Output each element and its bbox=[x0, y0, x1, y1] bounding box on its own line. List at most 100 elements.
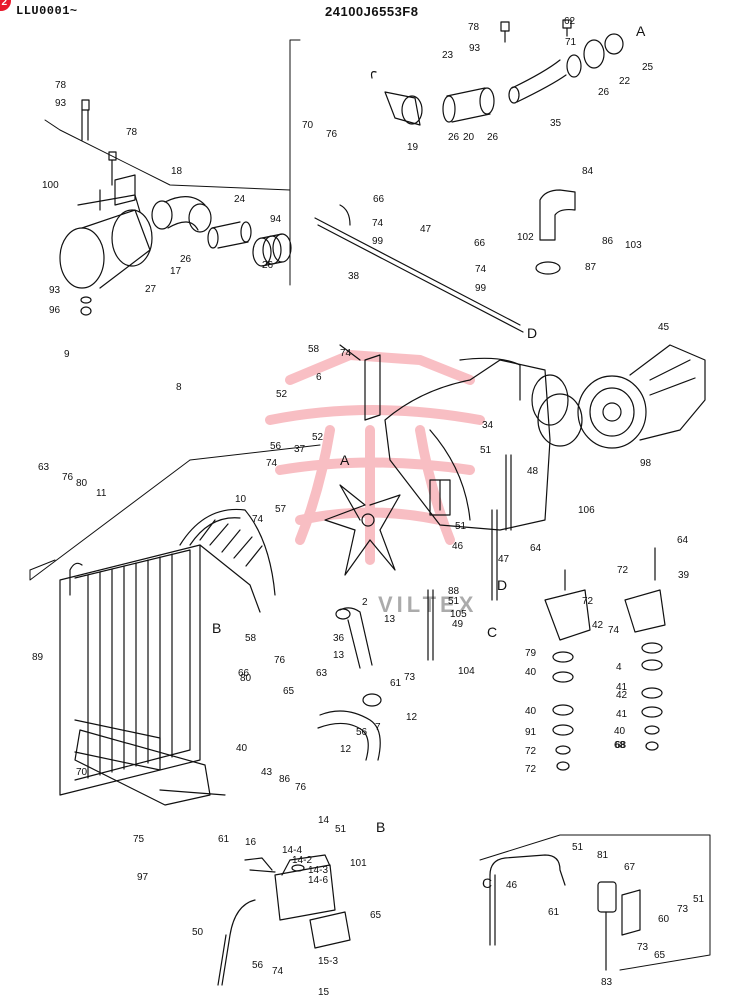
detail-frame-fuel bbox=[479, 834, 711, 971]
callout-86: 86 bbox=[279, 774, 291, 785]
callout-72: 72 bbox=[582, 596, 594, 607]
shroud-10 bbox=[179, 508, 276, 596]
callout-81: 81 bbox=[597, 850, 609, 861]
callout-74: 74 bbox=[608, 625, 620, 636]
callout-14: 14 bbox=[318, 815, 330, 826]
callout-labels: 7893100781824942626172793967862937123707… bbox=[32, 16, 705, 998]
engine-mount-39 bbox=[624, 547, 666, 633]
callout-67: 67 bbox=[624, 862, 636, 873]
drawing-number: 24100J6553F8 bbox=[325, 4, 419, 19]
callout-73: 73 bbox=[404, 672, 416, 683]
callout-17: 17 bbox=[170, 266, 182, 277]
callout-83: 83 bbox=[601, 977, 613, 988]
callout-23: 23 bbox=[442, 50, 454, 61]
callout-35: 35 bbox=[550, 118, 562, 129]
lower-hose-4 bbox=[317, 693, 382, 761]
callout-51: 51 bbox=[572, 842, 584, 853]
callout-74: 74 bbox=[272, 966, 284, 977]
hose-35 bbox=[508, 59, 567, 104]
callout-74: 74 bbox=[372, 218, 384, 229]
callout-60: 60 bbox=[658, 914, 670, 925]
callout-68: 68 bbox=[614, 740, 626, 751]
callout-40: 40 bbox=[525, 706, 537, 717]
callout-48: 48 bbox=[527, 466, 539, 477]
callout-65: 65 bbox=[370, 910, 382, 921]
mount-stack-right bbox=[641, 642, 663, 751]
callout-96: 96 bbox=[49, 305, 61, 316]
callout-2: 2 bbox=[362, 597, 368, 608]
callout-10: 10 bbox=[235, 494, 247, 505]
callout-40: 40 bbox=[525, 667, 537, 678]
callout-64: 64 bbox=[677, 535, 689, 546]
callout-52: 52 bbox=[276, 389, 288, 400]
callout-36: 36 bbox=[333, 633, 345, 644]
callout-51: 51 bbox=[455, 521, 467, 532]
callout-8: 8 bbox=[176, 382, 182, 393]
ref-letter-b-tank: B bbox=[376, 819, 385, 835]
callout-70: 70 bbox=[302, 120, 314, 131]
callout-76: 76 bbox=[274, 655, 286, 666]
callout-66: 66 bbox=[238, 668, 250, 679]
callout-47: 47 bbox=[420, 224, 432, 235]
assembly-frame-lines bbox=[29, 39, 321, 581]
callout-41: 41 bbox=[616, 709, 628, 720]
callout-45: 45 bbox=[658, 322, 670, 333]
callout-75: 75 bbox=[133, 834, 145, 845]
ref-letter-c-engine: C bbox=[487, 624, 497, 640]
bracket-91 bbox=[74, 729, 226, 806]
callout-66: 66 bbox=[373, 194, 385, 205]
callout-26: 26 bbox=[448, 132, 460, 143]
elbow-18 bbox=[151, 196, 212, 233]
callout-86: 86 bbox=[602, 236, 614, 247]
callout-26: 26 bbox=[487, 132, 499, 143]
clamps-22-25 bbox=[566, 33, 624, 78]
callout-61: 61 bbox=[218, 834, 230, 845]
callout-15-3: 15-3 bbox=[318, 956, 338, 967]
callout-76: 76 bbox=[326, 129, 338, 140]
callout-47: 47 bbox=[498, 554, 510, 565]
callout-40: 40 bbox=[614, 726, 626, 737]
callout-71: 71 bbox=[565, 37, 577, 48]
watermark-logo bbox=[265, 350, 485, 565]
callout-27: 27 bbox=[145, 284, 157, 295]
callout-39: 39 bbox=[678, 570, 690, 581]
callout-46: 46 bbox=[452, 541, 464, 552]
upper-hose-13 bbox=[335, 607, 373, 669]
intake-pipe-19 bbox=[370, 71, 423, 126]
callout-6: 6 bbox=[316, 372, 322, 383]
callout-105: 105 bbox=[450, 609, 467, 620]
callout-74: 74 bbox=[252, 514, 264, 525]
callout-56: 56 bbox=[252, 960, 264, 971]
callout-65: 65 bbox=[654, 950, 666, 961]
callout-80: 80 bbox=[240, 673, 252, 684]
callout-99: 99 bbox=[475, 283, 487, 294]
callout-41: 41 bbox=[616, 682, 628, 693]
callout-34: 34 bbox=[482, 420, 494, 431]
callout-14-4: 14-4 bbox=[282, 845, 302, 856]
callout-61: 61 bbox=[548, 907, 560, 918]
air-cleaner-assembly bbox=[59, 99, 153, 316]
engine-block bbox=[339, 344, 583, 531]
callout-70: 70 bbox=[76, 767, 88, 778]
transmission-45 bbox=[577, 344, 706, 449]
callout-63: 63 bbox=[316, 668, 328, 679]
callout-64: 64 bbox=[530, 543, 542, 554]
callout-78: 78 bbox=[55, 80, 67, 91]
callout-58: 58 bbox=[245, 633, 257, 644]
fuel-filter-81 bbox=[489, 854, 641, 971]
callout-24: 24 bbox=[234, 194, 246, 205]
callout-4: 4 bbox=[616, 662, 622, 673]
callout-74: 74 bbox=[475, 264, 487, 275]
callout-94: 94 bbox=[270, 214, 282, 225]
callout-106: 106 bbox=[578, 505, 595, 516]
ref-letter-c-fuel: C bbox=[482, 875, 492, 891]
callout-73: 73 bbox=[637, 942, 649, 953]
callout-104: 104 bbox=[458, 666, 475, 677]
callout-46: 46 bbox=[506, 880, 518, 891]
callout-93: 93 bbox=[55, 98, 67, 109]
callout-57: 57 bbox=[275, 504, 287, 515]
callout-88: 88 bbox=[448, 586, 460, 597]
callout-15: 15 bbox=[318, 987, 330, 998]
callout-99: 99 bbox=[372, 236, 384, 247]
